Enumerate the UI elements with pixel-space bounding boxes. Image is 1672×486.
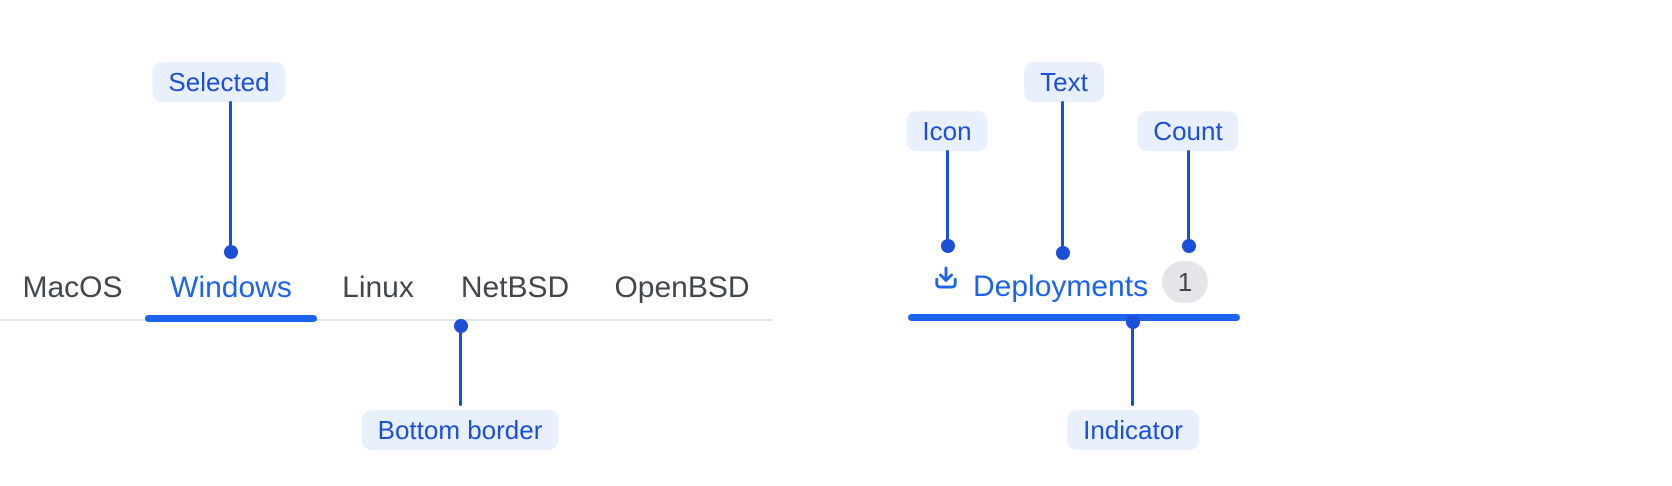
annotation-count-connector bbox=[1187, 150, 1190, 242]
tab-openbsd[interactable]: OpenBSD bbox=[591, 271, 773, 305]
selected-tab-indicator bbox=[908, 314, 1240, 321]
annotation-indicator-dot bbox=[1126, 315, 1140, 329]
annotation-bottom-border-dot bbox=[454, 319, 468, 333]
tab-label: MacOS bbox=[22, 271, 123, 304]
download-icon bbox=[935, 266, 957, 289]
tab-label: Windows bbox=[170, 271, 292, 304]
annotation-bottom-border-connector bbox=[459, 330, 462, 406]
annotation-count: Count bbox=[1137, 111, 1239, 151]
annotation-icon-connector bbox=[946, 150, 949, 242]
annotation-count-dot bbox=[1182, 239, 1196, 253]
tab-label: NetBSD bbox=[460, 271, 570, 304]
annotation-selected-connector bbox=[229, 101, 232, 247]
annotation-selected-dot bbox=[224, 245, 238, 259]
annotation-bottom-border: Bottom border bbox=[361, 410, 559, 450]
count-badge: 1 bbox=[1162, 261, 1208, 303]
selected-tab-underline bbox=[145, 315, 317, 322]
tab-windows[interactable]: Windows bbox=[145, 271, 317, 305]
tab-label: Deployments bbox=[973, 270, 1149, 303]
tab-label: Linux bbox=[342, 271, 414, 304]
tab-linux[interactable]: Linux bbox=[317, 271, 439, 305]
annotation-selected: Selected bbox=[152, 62, 286, 102]
tab-bar-bottom-border bbox=[0, 319, 773, 321]
tab-macos[interactable]: MacOS bbox=[0, 271, 145, 305]
annotation-text: Text bbox=[1024, 62, 1104, 102]
tab-deployments[interactable]: Deployments 1 bbox=[908, 250, 1240, 322]
tab-label: OpenBSD bbox=[614, 271, 750, 304]
annotation-text-dot bbox=[1056, 246, 1070, 260]
annotation-indicator: Indicator bbox=[1067, 410, 1199, 450]
annotation-icon: Icon bbox=[906, 111, 988, 151]
annotation-text-connector bbox=[1061, 101, 1064, 248]
tab-netbsd[interactable]: NetBSD bbox=[439, 271, 591, 305]
annotation-icon-dot bbox=[941, 239, 955, 253]
annotation-indicator-connector bbox=[1131, 327, 1134, 406]
